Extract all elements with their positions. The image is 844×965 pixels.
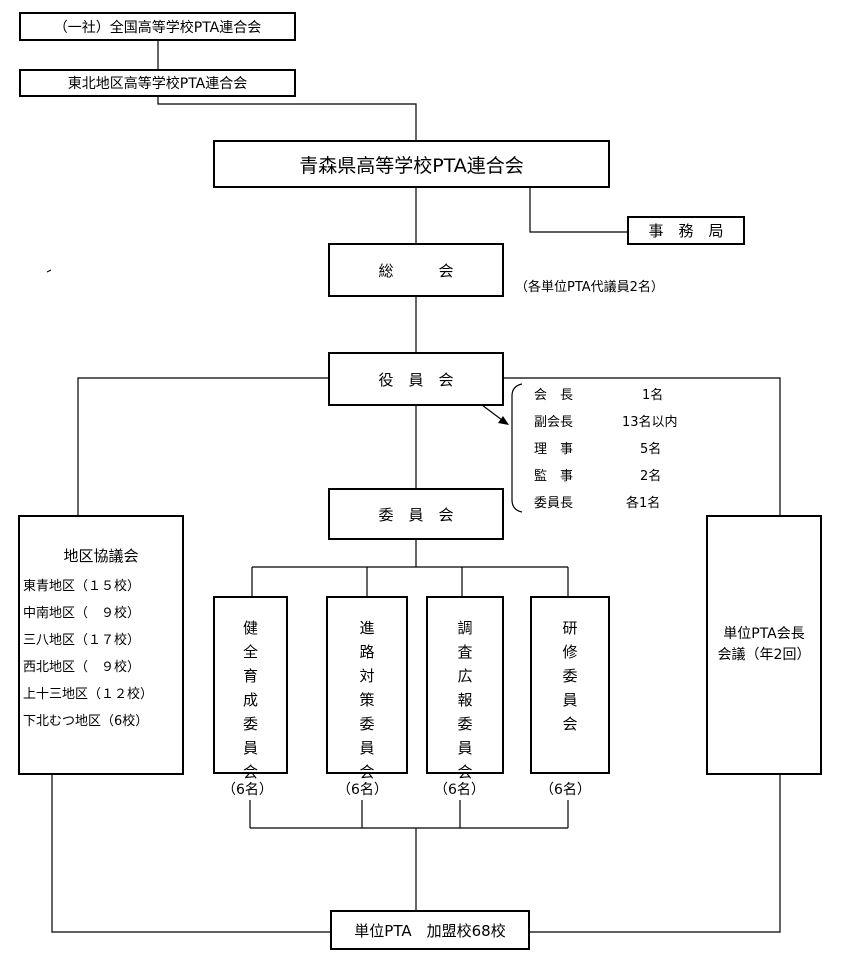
tohoku-pta-box: 東北地区高等学校PTA連合会 [19,69,296,97]
aomori-pta-label: 青森県高等学校PTA連合会 [299,154,524,177]
district-item: 下北むつ地区（6校） [23,714,149,729]
general-assembly-note: （各単位PTA代議員2名） [515,280,664,295]
district-council-box: 地区協議会 東青地区（１５校） 中南地区（ ９校） 三八地区（１７校） 西北地区… [18,515,184,775]
secretariat-label: 事 務 局 [648,222,724,240]
officer-count: 5名 [640,442,662,457]
presidents-meeting-line1: 単位PTA会長 [723,626,805,642]
officer-count: 各1名 [626,496,661,511]
unit-pta-label: 単位PTA 加盟校68校 [354,921,506,940]
district-item: 三八地区（１７校） [23,633,141,648]
line-presidents-unit [530,774,781,933]
general-assembly-box: 総 会 [328,243,504,297]
committee-label: 委 員 会 [378,505,454,524]
officer-role: 副会長 [534,415,574,430]
district-council-title: 地区協議会 [63,547,139,565]
district-item: 東青地区（１５校） [23,579,141,594]
committee-name: 調査広報委員会 [457,619,473,781]
line-district-unit [51,774,330,933]
officers-bracket [511,383,523,513]
officer-count: 1名 [642,388,664,403]
officer-count: 2名 [640,469,662,484]
general-assembly-label: 総 会 [378,261,454,280]
committee-box-training: 研修委員会 [530,596,610,774]
aomori-pta-box: 青森県高等学校PTA連合会 [213,140,610,188]
committee-box: 委 員 会 [328,488,504,540]
district-item: 中南地区（ ９校） [23,606,141,621]
national-pta-box: （一社）全国高等学校PTA連合会 [19,12,296,41]
district-item: 西北地区（ ９校） [23,660,141,675]
officer-count: 13名以内 [622,415,678,430]
committee-box-research-pr: 調査広報委員会 [426,596,504,781]
arrow-board-officers [481,404,503,421]
presidents-meeting-line2: 会議（年2回） [717,647,811,663]
board-box: 役 員 会 [328,352,504,406]
committee-members: （6名） [434,782,485,798]
unit-pta-box: 単位PTA 加盟校68校 [330,910,530,950]
committee-box-career: 進路対策委員会 [326,596,408,781]
committee-box-health: 健全育成委員会 [213,596,288,781]
committee-members: （6名） [222,782,273,798]
committee-members: （6名） [540,782,591,798]
presidents-meeting-box: 単位PTA会長 会議（年2回） [706,515,822,775]
line-tohoku-aomori [157,96,417,140]
arrow-head-icon [498,416,509,425]
committee-name: 進路対策委員会 [359,619,375,781]
committee-members: （6名） [337,782,388,798]
district-item: 上十三地区（１２校） [23,687,154,702]
officer-role: 会 長 [534,388,574,403]
line-board-presidents [503,377,781,516]
officer-role: 委員長 [534,496,574,511]
committee-name: 研修委員会 [562,619,578,733]
committee-name: 健全育成委員会 [242,619,258,781]
tohoku-pta-label: 東北地区高等学校PTA連合会 [67,76,248,92]
line-board-district [77,377,328,516]
officer-role: 監 事 [534,469,574,484]
national-pta-label: （一社）全国高等学校PTA連合会 [53,19,262,36]
board-label: 役 員 会 [378,370,454,389]
line-aomori-secretariat [529,188,627,233]
officer-role: 理 事 [534,442,574,457]
stray-mark [46,269,52,273]
secretariat-box: 事 務 局 [627,216,745,245]
